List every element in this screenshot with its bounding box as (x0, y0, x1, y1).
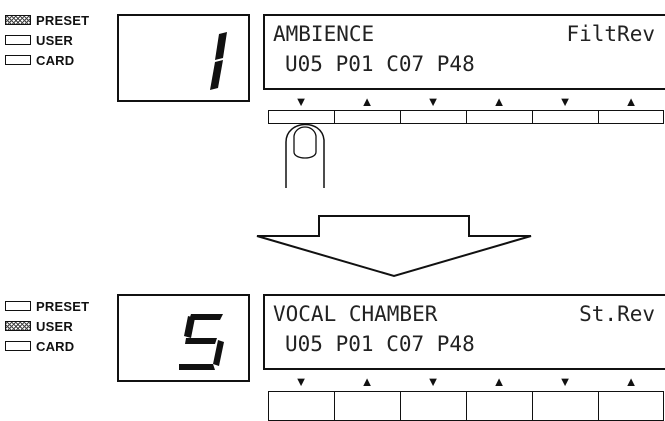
button-1-up[interactable] (334, 110, 400, 124)
bank-label: CARD (36, 338, 75, 354)
button-2-down[interactable] (400, 110, 466, 124)
lcd-program-name: VOCAL CHAMBER (273, 302, 438, 326)
bank-user: USER (5, 30, 89, 50)
card-led (5, 341, 31, 351)
pressing-finger-icon (285, 123, 325, 188)
lcd-line-2: U05 P01 C07 P48 (285, 52, 655, 76)
lcd-display: AMBIENCE FiltRev U05 P01 C07 P48 (263, 14, 665, 90)
bank-selector: PRESET USER CARD (5, 10, 89, 70)
segment-c (210, 60, 223, 90)
button-3-up[interactable] (598, 391, 664, 421)
lcd-param: P48 (436, 332, 475, 356)
up-arrow-icon: ▲ (492, 374, 506, 389)
up-arrow-icon: ▲ (624, 94, 638, 109)
lcd-param: P01 (335, 332, 374, 356)
button-1-down[interactable] (268, 110, 334, 124)
lcd-param: C07 (386, 52, 425, 76)
button-1-up[interactable] (334, 391, 400, 421)
lcd-line-2: U05 P01 C07 P48 (285, 332, 655, 356)
down-arrow-icon: ▼ (294, 374, 308, 389)
button-arrow-labels: ▼ ▲ ▼ ▲ ▼ ▲ (268, 375, 665, 389)
bank-preset: PRESET (5, 296, 89, 316)
preset-led (5, 15, 31, 25)
lcd-line-1: VOCAL CHAMBER St.Rev (273, 302, 655, 326)
lcd-display: VOCAL CHAMBER St.Rev U05 P01 C07 P48 (263, 294, 665, 370)
lcd-param: P48 (436, 52, 475, 76)
panel-after: PRESET USER CARD 5 VOCAL CHAMBER St.Rev … (0, 292, 665, 421)
down-arrow-icon: ▼ (558, 94, 572, 109)
lcd-param: U05 (285, 332, 323, 356)
card-led (5, 55, 31, 65)
up-arrow-icon: ▲ (624, 374, 638, 389)
lcd-param: P01 (335, 52, 374, 76)
lcd-param: U05 (285, 52, 323, 76)
down-arrow-icon: ▼ (426, 94, 440, 109)
program-number-display: 5 (117, 294, 250, 382)
up-arrow-icon: ▲ (492, 94, 506, 109)
lcd-param: C07 (386, 332, 425, 356)
bank-card: CARD (5, 336, 89, 356)
bank-label: USER (36, 32, 73, 48)
down-arrow-icon: ▼ (426, 374, 440, 389)
button-row (268, 110, 665, 124)
segment-g (185, 338, 217, 344)
bank-label: USER (36, 318, 73, 334)
bank-label: PRESET (36, 298, 90, 314)
button-3-up[interactable] (598, 110, 664, 124)
program-number-text: 5 (119, 296, 120, 297)
bank-label: CARD (36, 52, 75, 68)
bank-card: CARD (5, 50, 89, 70)
program-number-text: 1 (119, 16, 120, 17)
segment-b (215, 32, 227, 60)
preset-led (5, 301, 31, 311)
button-2-down[interactable] (400, 391, 466, 421)
panel-before: PRESET USER CARD 1 AMBIENCE FiltRev U05 … (0, 0, 665, 190)
lcd-program-name: AMBIENCE (273, 22, 375, 46)
user-led (5, 321, 31, 331)
up-arrow-icon: ▲ (360, 374, 374, 389)
lcd-algorithm: FiltRev (566, 22, 655, 46)
bank-selector: PRESET USER CARD (5, 296, 89, 356)
down-arrow-icon: ▼ (558, 374, 572, 389)
segment-f (184, 316, 195, 338)
segment-d (179, 364, 215, 370)
bank-user: USER (5, 316, 89, 336)
lcd-algorithm: St.Rev (579, 302, 655, 326)
segment-c (213, 340, 224, 366)
user-led (5, 35, 31, 45)
bank-preset: PRESET (5, 10, 89, 30)
segment-a (189, 314, 223, 320)
button-3-down[interactable] (532, 391, 598, 421)
button-2-up[interactable] (466, 110, 532, 124)
program-number-display: 1 (117, 14, 250, 102)
up-arrow-icon: ▲ (360, 94, 374, 109)
down-arrow-transition-icon (256, 215, 532, 278)
lcd-line-1: AMBIENCE FiltRev (273, 22, 655, 46)
button-arrow-labels: ▼ ▲ ▼ ▲ ▼ ▲ (268, 95, 665, 109)
down-arrow-icon: ▼ (294, 94, 308, 109)
button-row (268, 391, 665, 421)
button-1-down[interactable] (268, 391, 334, 421)
bank-label: PRESET (36, 12, 90, 28)
button-3-down[interactable] (532, 110, 598, 124)
button-2-up[interactable] (466, 391, 532, 421)
